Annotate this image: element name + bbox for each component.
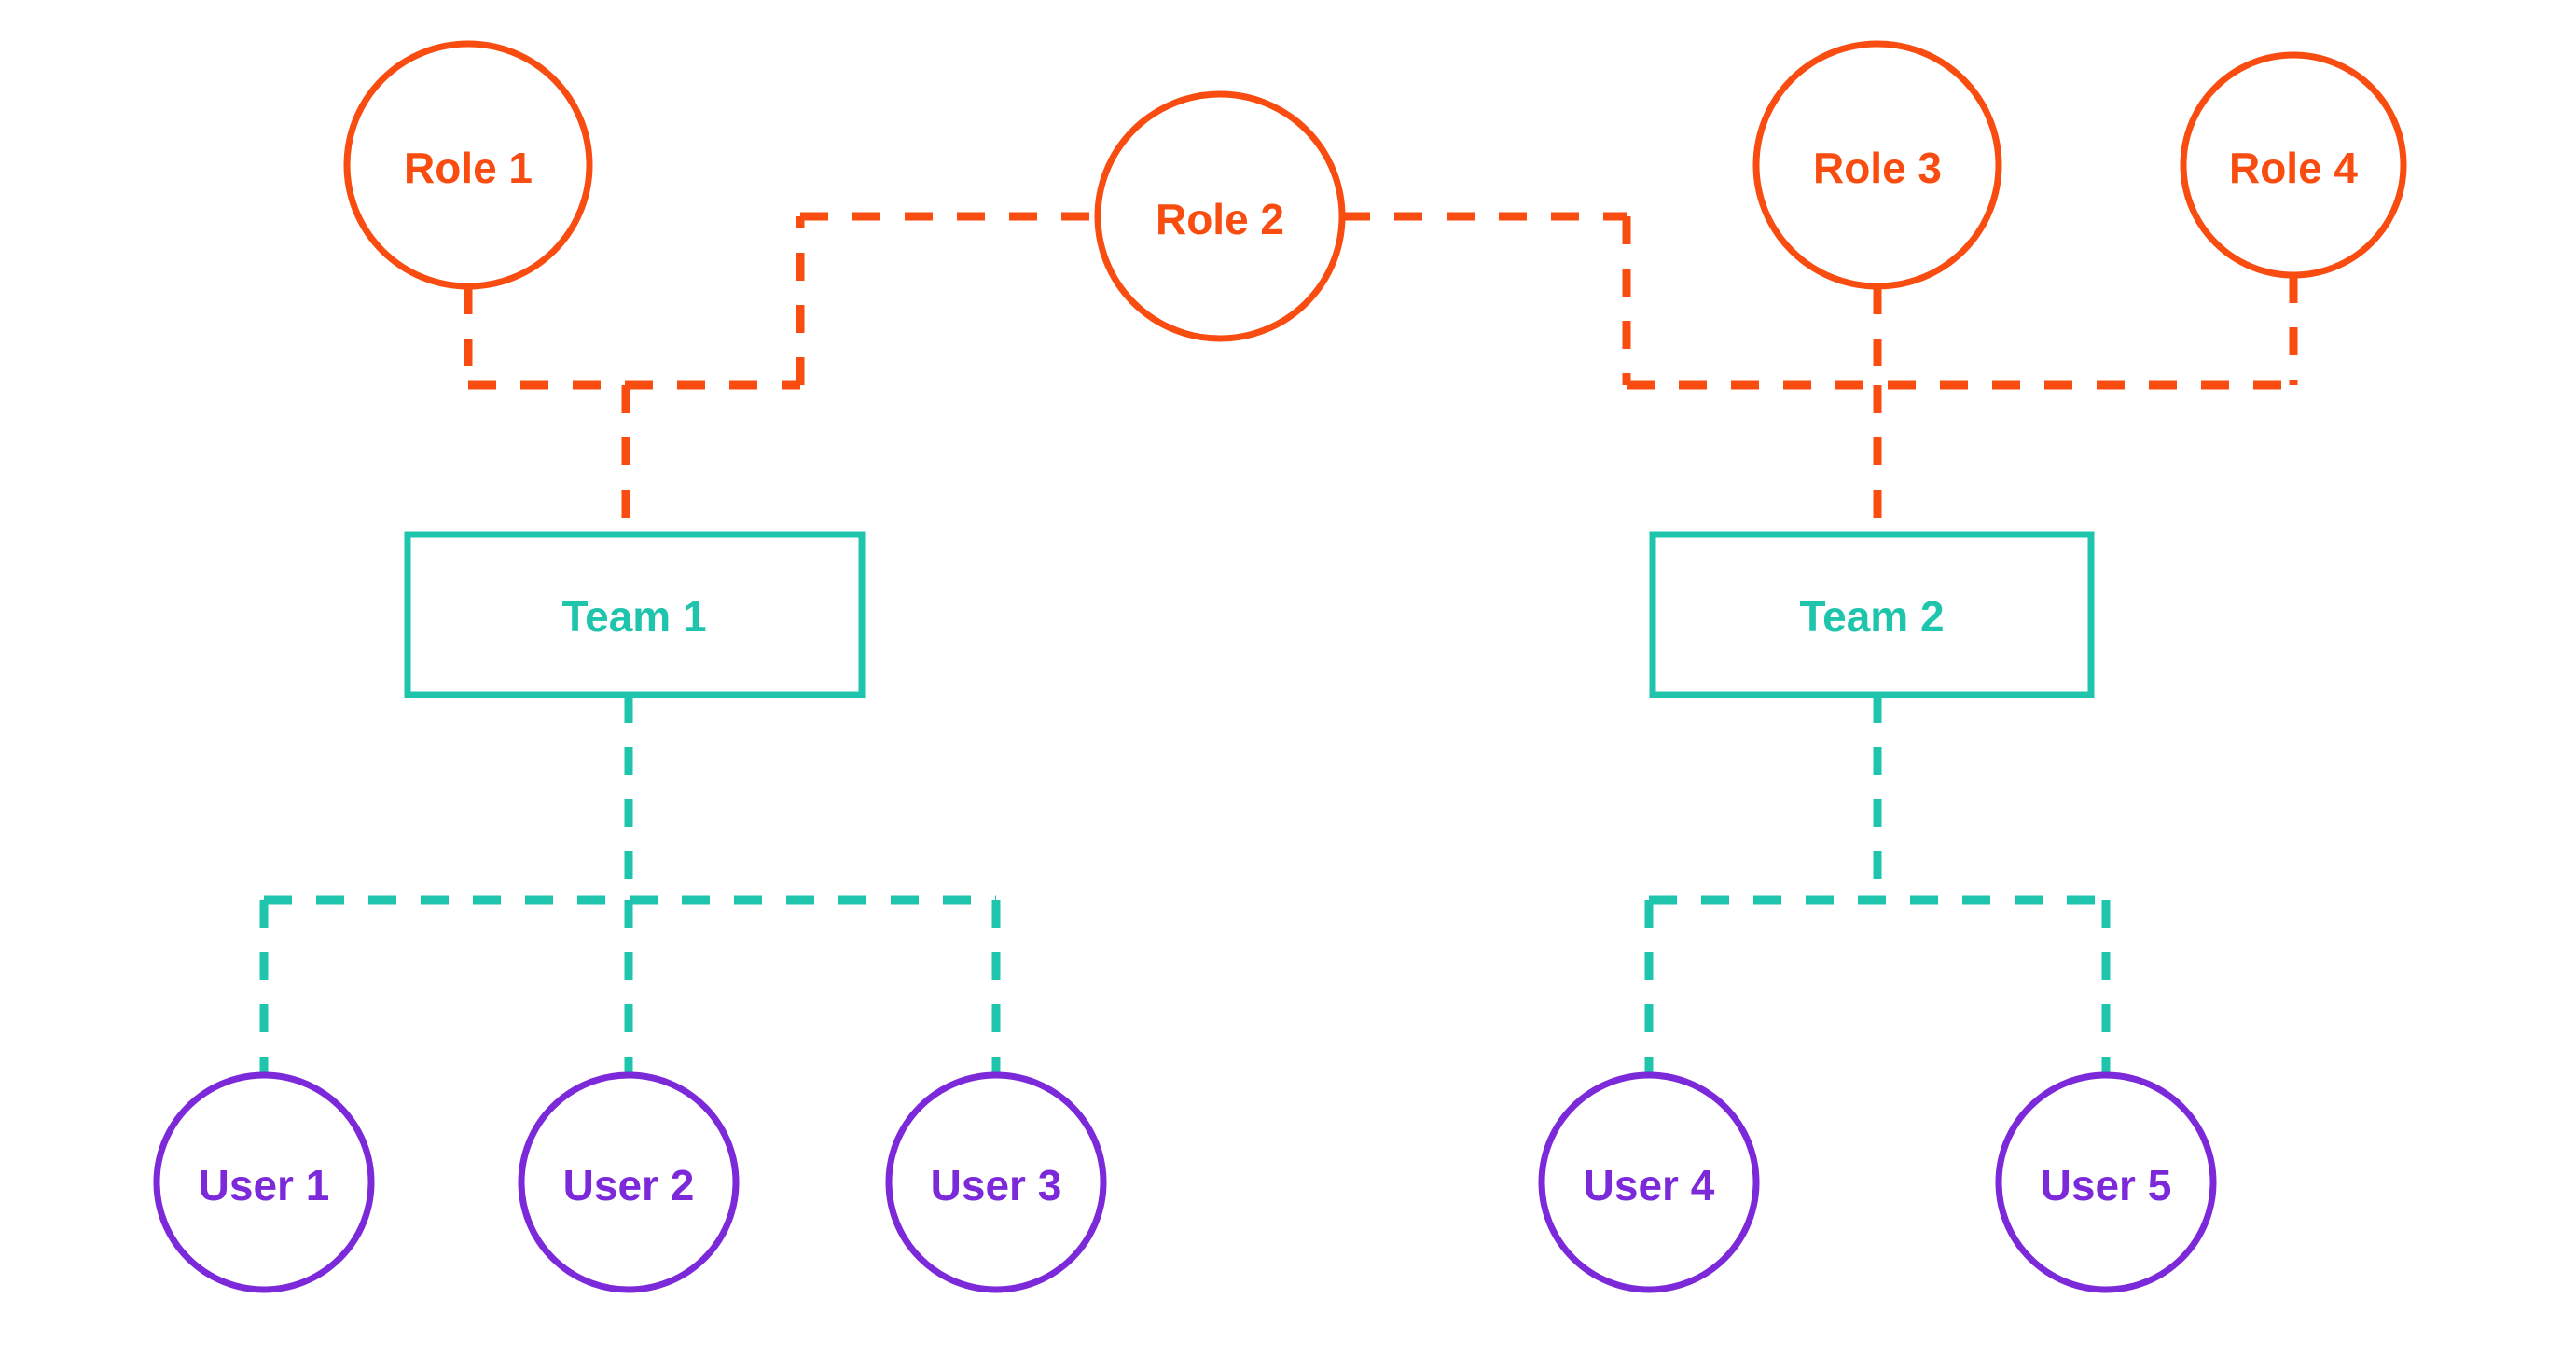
node-team-1[interactable]: Team 1 [404,531,866,698]
team-2-box[interactable] [1649,531,2095,698]
role-nodes: Role 1 Role 2 Role 3 Role 4 [343,40,2407,342]
node-team-2[interactable]: Team 2 [1649,531,2095,698]
team-to-user-connectors [259,695,2111,1075]
team-1-box[interactable] [404,531,866,698]
role-2-label: Role 2 [1156,195,1284,243]
user-4-circle[interactable] [1538,1071,1760,1293]
role-3-circle[interactable] [1752,40,2002,290]
team-1-label: Team 1 [561,592,706,641]
user-2-circle[interactable] [518,1071,740,1293]
role-to-team-connectors [464,212,2298,534]
user-2-label: User 2 [563,1161,695,1209]
user-3-circle[interactable] [885,1071,1107,1293]
user-5-circle[interactable] [1995,1071,2217,1293]
user-1-label: User 1 [199,1161,330,1209]
node-role-1[interactable]: Role 1 [343,40,593,290]
team-nodes: Team 1 Team 2 [404,531,2095,698]
node-role-2[interactable]: Role 2 [1094,90,1346,342]
role-4-label: Role 4 [2229,144,2358,192]
node-role-4[interactable]: Role 4 [2180,51,2407,279]
user-nodes: User 1 User 2 User 3 User 4 User 5 [153,1071,2217,1293]
role-2-circle[interactable] [1094,90,1346,342]
user-1-circle[interactable] [153,1071,375,1293]
node-user-3[interactable]: User 3 [885,1071,1107,1293]
node-user-1[interactable]: User 1 [153,1071,375,1293]
user-5-label: User 5 [2041,1161,2172,1209]
node-role-3[interactable]: Role 3 [1752,40,2002,290]
node-user-4[interactable]: User 4 [1538,1071,1760,1293]
role-3-label: Role 3 [1813,144,1942,192]
user-4-label: User 4 [1584,1161,1715,1209]
team-2-label: Team 2 [1799,592,1944,641]
role-1-label: Role 1 [404,144,533,192]
role-1-circle[interactable] [343,40,593,290]
user-3-label: User 3 [931,1161,1062,1209]
node-user-2[interactable]: User 2 [518,1071,740,1293]
node-user-5[interactable]: User 5 [1995,1071,2217,1293]
role-4-circle[interactable] [2180,51,2407,279]
